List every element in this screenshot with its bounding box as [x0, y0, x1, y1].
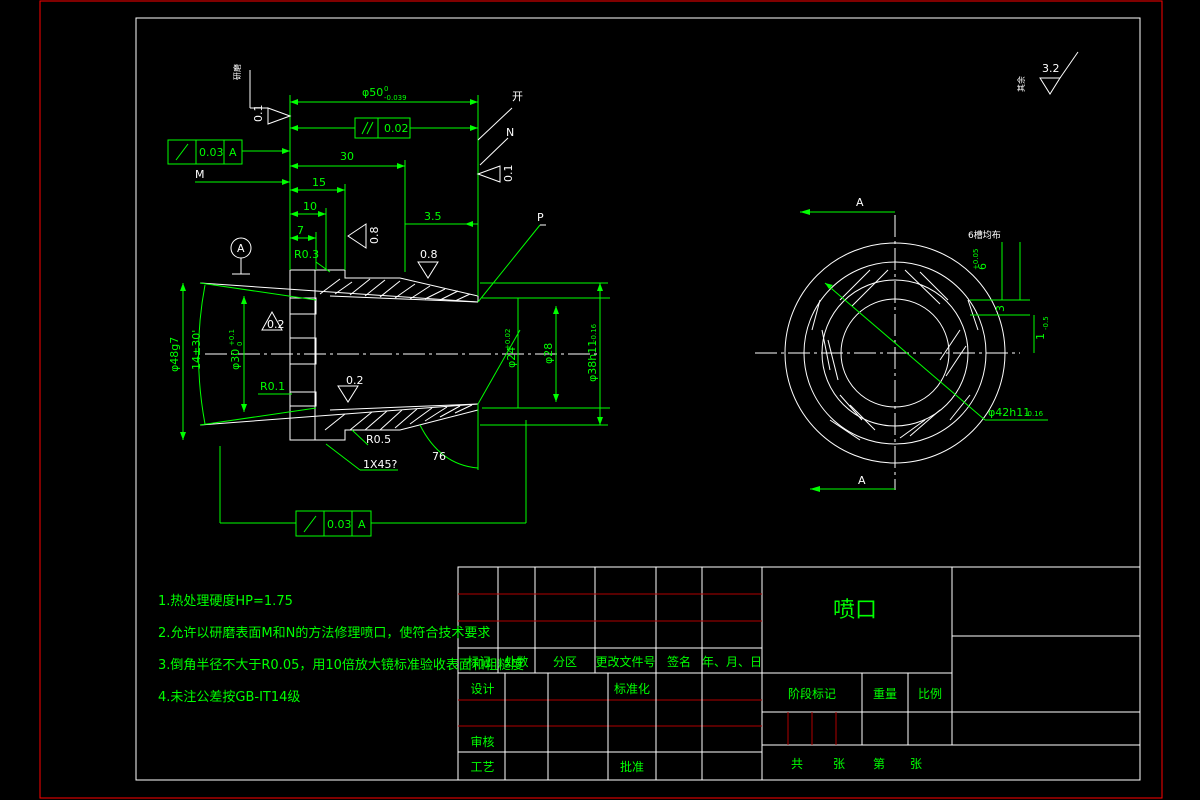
- dim-s3: 3: [994, 305, 1007, 312]
- dim-d50-tol-up: 0: [384, 85, 388, 93]
- label-m: M: [195, 168, 205, 181]
- label-process: 工艺: [470, 760, 495, 774]
- dim-d24: φ24: [505, 347, 518, 368]
- label-sheets-total: 共: [790, 757, 803, 771]
- label-stage-mark: 阶段标记: [787, 687, 836, 701]
- label-n: N: [506, 126, 514, 139]
- col-date: 年、月、日: [702, 655, 763, 669]
- dim-10: 10: [303, 200, 317, 213]
- col-mark: 标记: [466, 655, 491, 669]
- runout-tol-top: 0.03: [199, 146, 224, 159]
- note-2: 2.允许以研磨表面M和N的方法修理喷口，使符合技术要求: [158, 626, 491, 641]
- rough-rest: 其余 3.2: [1016, 51, 1079, 95]
- rough-08b: 0.8: [420, 248, 438, 261]
- part-name: 喷口: [832, 598, 877, 623]
- dim-s15: 1: [1034, 333, 1047, 340]
- dim-76: 76: [432, 450, 446, 463]
- label-rest: 其余: [1016, 76, 1026, 92]
- dim-chamfer: 1X45?: [363, 458, 398, 471]
- note-4: 4.未注公差按GB-IT14级: [158, 690, 301, 705]
- section-view: [199, 224, 600, 441]
- rough-32: 3.2: [1042, 62, 1060, 75]
- label-grind: 研磨: [232, 64, 242, 80]
- label-slots: 6槽均布: [968, 229, 1001, 241]
- label-sheet-no: 第: [872, 757, 885, 771]
- dim-d50-tol: -0.039: [384, 94, 407, 102]
- dim-d30: φ30: [229, 349, 242, 370]
- label-design: 设计: [470, 682, 495, 696]
- dim-d28: φ28: [542, 343, 555, 364]
- label-approve: 批准: [619, 760, 644, 774]
- dim-angle: 14±30': [190, 330, 203, 370]
- dim-30: 30: [340, 150, 354, 163]
- dim-d30-tol-lo: 0: [236, 342, 244, 346]
- dim-d30-tol: +0.1: [228, 329, 236, 346]
- label-p: P: [537, 211, 544, 224]
- dim-d38-tol: -0.16: [590, 323, 598, 342]
- datum-bottom: A: [358, 518, 366, 531]
- dim-7: 7: [297, 224, 304, 237]
- datum-a-circle: A: [237, 242, 245, 255]
- dim-s6-tol: +0.05: [972, 249, 980, 270]
- dim-s15-tol: -0.5: [1042, 316, 1050, 330]
- dim-r05: R0.5: [366, 433, 391, 446]
- rough-02b: 0.2: [346, 374, 364, 387]
- dim-d50: φ50: [362, 86, 383, 99]
- rough-01a: 0.1: [252, 105, 265, 123]
- col-zone: 分区: [552, 655, 577, 669]
- dim-15: 15: [312, 176, 326, 189]
- runout-tol-bottom: 0.03: [327, 518, 352, 531]
- label-standardize: 标准化: [613, 682, 650, 696]
- note-3: 3.倒角半径不大于R0.05，用10倍放大镜标准验收表面和粗糙度: [158, 658, 524, 673]
- label-sheets-unit: 张: [832, 757, 845, 771]
- label-kai: 开: [512, 90, 523, 103]
- dim-d38: φ38h11: [586, 340, 599, 382]
- dim-r03: R0.3: [294, 248, 319, 261]
- section-dimensions: φ50 0 -0.039 0.02 0.03 A 30 M 15: [167, 64, 610, 537]
- parallel-tol: 0.02: [384, 122, 409, 135]
- dim-s6: 6: [976, 263, 989, 270]
- dim-35: 3.5: [424, 210, 442, 223]
- col-change-doc: 更改文件号: [595, 655, 656, 669]
- col-sign: 签名: [666, 655, 691, 669]
- label-scale: 比例: [917, 687, 942, 701]
- col-count: 处数: [504, 655, 529, 669]
- rough-02a: 0.2: [267, 318, 285, 331]
- dim-d42-tol: -0.16: [1025, 410, 1044, 418]
- rough-01b: 0.1: [502, 165, 515, 183]
- datum-top: A: [229, 146, 237, 159]
- section-a-bottom: A: [858, 474, 866, 487]
- rough-08a: 0.8: [368, 227, 381, 245]
- note-1: 1.热处理硬度HP=1.75: [158, 594, 293, 609]
- dim-d48: φ48g7: [168, 337, 181, 372]
- label-weight: 重量: [872, 687, 897, 701]
- label-sheet-unit2: 张: [909, 757, 922, 771]
- dim-r01: R0.1: [260, 380, 285, 393]
- section-a-top: A: [856, 196, 864, 209]
- front-view: φ42h11 -0.16 A A 6槽均布 6 +0.05 3 1 -0.5: [755, 196, 1050, 492]
- label-review: 审核: [470, 735, 495, 749]
- dim-d24-tol: +0.02: [504, 329, 512, 350]
- dim-d42: φ42h11: [988, 406, 1030, 419]
- outer-frame: [39, 0, 1163, 799]
- title-block-grid: [457, 566, 1141, 781]
